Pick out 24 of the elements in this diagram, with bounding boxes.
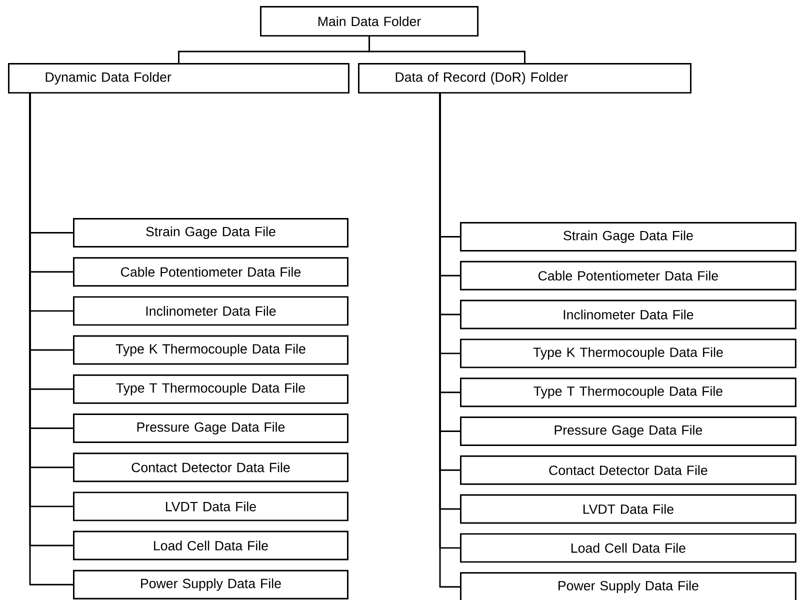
file-box: Strain Gage Data File bbox=[73, 218, 348, 248]
file-box: LVDT Data File bbox=[460, 494, 796, 524]
folder-box: Main Data Folder bbox=[260, 6, 479, 37]
file-box: Cable Potentiometer Data File bbox=[73, 257, 348, 287]
file-box: Load Cell Data File bbox=[460, 533, 796, 563]
connector-line bbox=[368, 36, 526, 63]
file-box: Type K Thermocouple Data File bbox=[460, 338, 796, 368]
file-box: Contact Detector Data File bbox=[73, 452, 348, 482]
file-box: Inclinometer Data File bbox=[73, 296, 348, 326]
file-box: Contact Detector Data File bbox=[460, 455, 796, 485]
file-box: Power Supply Data File bbox=[73, 570, 348, 600]
file-box: Inclinometer Data File bbox=[460, 300, 796, 330]
file-box: Pressure Gage Data File bbox=[73, 414, 348, 443]
file-box: Type T Thermocouple Data File bbox=[460, 378, 796, 408]
file-box: Type K Thermocouple Data File bbox=[73, 335, 348, 365]
file-box: Pressure Gage Data File bbox=[460, 416, 796, 446]
file-box: Type T Thermocouple Data File bbox=[73, 374, 348, 404]
file-box: Cable Potentiometer Data File bbox=[460, 260, 796, 290]
file-box: LVDT Data File bbox=[73, 492, 348, 522]
folder-box: Dynamic Data Folder bbox=[8, 63, 350, 94]
file-box: Strain Gage Data File bbox=[460, 222, 796, 252]
folder-box: Data of Record (DoR) Folder bbox=[358, 63, 692, 94]
file-box: Power Supply Data File bbox=[460, 572, 796, 600]
file-box: Load Cell Data File bbox=[73, 530, 348, 560]
